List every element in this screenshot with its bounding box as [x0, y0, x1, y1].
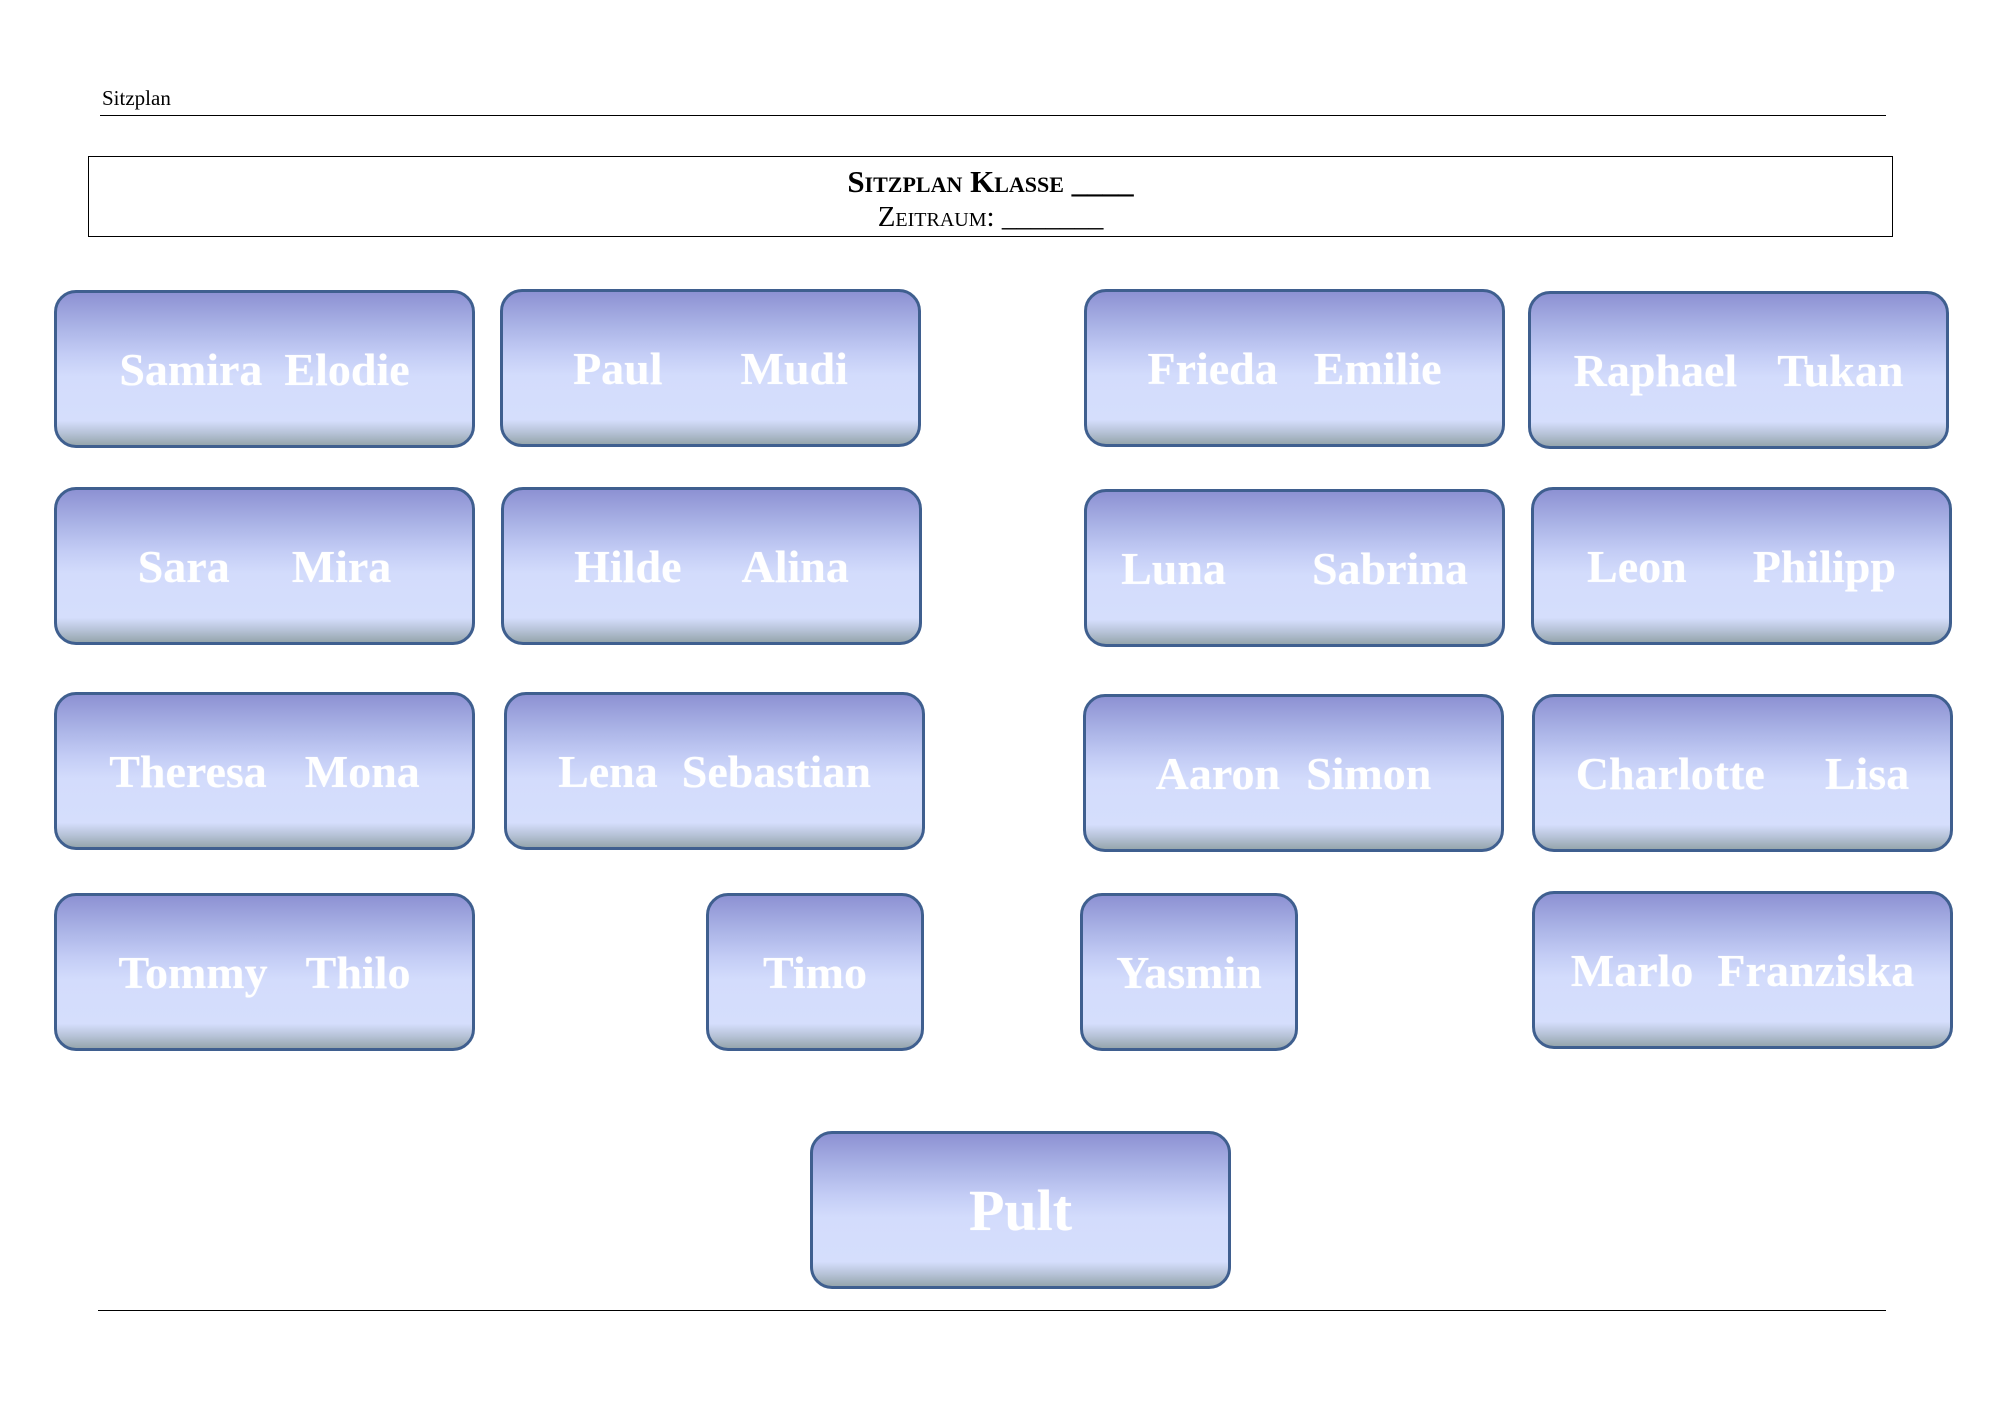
- desk-name: Mona: [304, 745, 420, 797]
- desk-name: Sebastian: [681, 745, 871, 797]
- desk-name: Luna: [1121, 542, 1226, 594]
- header-label: Sitzplan: [102, 86, 171, 110]
- desk-name: Elodie: [284, 343, 410, 395]
- desk-name: Franziska: [1717, 944, 1915, 996]
- desk-name: Mudi: [740, 342, 848, 394]
- desk-name: Aaron: [1155, 747, 1281, 799]
- desk-r2c3: Luna Sabrina: [1084, 489, 1505, 647]
- desk-name: Samira: [119, 343, 263, 395]
- desk-r3c4: Charlotte Lisa: [1532, 694, 1953, 852]
- desk-name: Lena: [558, 745, 658, 797]
- desk-name: Sabrina: [1311, 542, 1468, 594]
- desk-name: Raphael: [1573, 344, 1738, 396]
- desk-name: Theresa: [109, 745, 267, 797]
- desk-r3c1: Theresa Mona: [54, 692, 475, 850]
- desk-r4c3: Yasmin: [1080, 893, 1298, 1051]
- desk-name: Marlo: [1570, 944, 1694, 996]
- teacher-desk-label: Pult: [968, 1177, 1073, 1243]
- desk-r2c2: Hilde Alina: [501, 487, 922, 645]
- desk-name: Hilde: [574, 540, 682, 592]
- desk-name: Emilie: [1313, 342, 1442, 394]
- desk-name: Leon: [1587, 540, 1687, 592]
- desk-r1c2: Paul Mudi: [500, 289, 921, 447]
- desk-r4c2: Timo: [706, 893, 924, 1051]
- desk-name: Paul: [573, 342, 663, 394]
- desk-name: Philipp: [1752, 540, 1896, 592]
- desk-name: Charlotte: [1575, 747, 1765, 799]
- desk-name: Frieda: [1147, 342, 1278, 394]
- footer-rule: [98, 1310, 1886, 1311]
- desk-name: Timo: [763, 946, 867, 998]
- desk-name: Yasmin: [1116, 946, 1262, 998]
- desk-r1c4: Raphael Tukan: [1528, 291, 1949, 449]
- title-box: Sitzplan Klasse ____ Zeitraum: _______: [88, 156, 1893, 237]
- desk-name: Thilo: [305, 946, 411, 998]
- title-period: Zeitraum: _______: [877, 201, 1104, 233]
- desk-name: Simon: [1306, 747, 1432, 799]
- title-class: Sitzplan Klasse ____: [847, 164, 1134, 199]
- desk-r2c4: Leon Philipp: [1531, 487, 1952, 645]
- desk-r3c3: Aaron Simon: [1083, 694, 1504, 852]
- desk-name: Tommy: [118, 946, 268, 998]
- desk-r2c1: Sara Mira: [54, 487, 475, 645]
- desk-name: Mira: [291, 540, 392, 592]
- desk-r3c2: Lena Sebastian: [504, 692, 925, 850]
- desk-r4c4: Marlo Franziska: [1532, 891, 1953, 1049]
- desk-name: Tukan: [1777, 344, 1904, 396]
- desk-r4c1: Tommy Thilo: [54, 893, 475, 1051]
- desk-name: Sara: [137, 540, 230, 592]
- teacher-desk: Pult: [810, 1131, 1231, 1289]
- desk-name: Lisa: [1824, 747, 1910, 799]
- desk-r1c3: Frieda Emilie: [1084, 289, 1505, 447]
- header-rule: [100, 115, 1886, 116]
- desk-name: Alina: [741, 540, 849, 592]
- desk-r1c1: Samira Elodie: [54, 290, 475, 448]
